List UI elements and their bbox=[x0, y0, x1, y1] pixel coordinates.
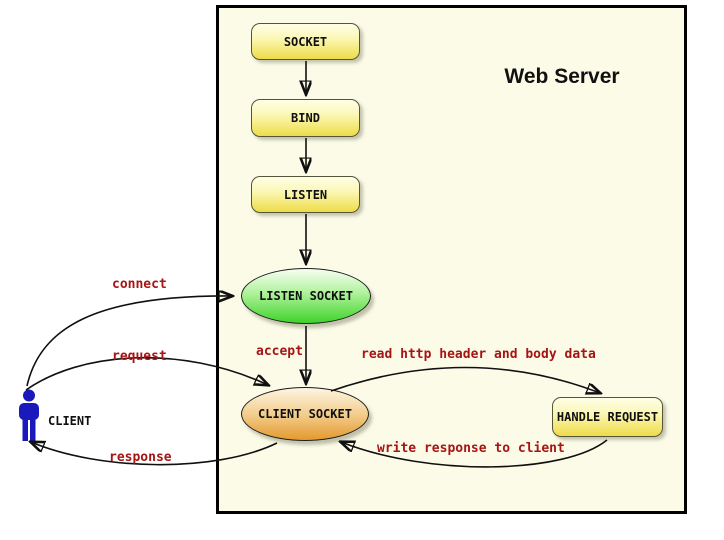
edge-label-request: request bbox=[112, 349, 167, 364]
edge-label-write-response: write response to client bbox=[377, 441, 565, 456]
node-socket-label: SOCKET bbox=[283, 34, 328, 49]
node-client-socket: CLIENT SOCKET bbox=[241, 387, 369, 441]
node-handle-request: HANDLE REQUEST bbox=[552, 397, 663, 437]
edge-label-response: response bbox=[109, 450, 172, 465]
client-label: CLIENT bbox=[48, 414, 92, 428]
node-socket: SOCKET bbox=[251, 23, 360, 60]
diagram-title: Web Server bbox=[504, 65, 620, 88]
node-listen: LISTEN bbox=[251, 176, 360, 213]
node-handle-request-label: HANDLE REQUEST bbox=[556, 410, 659, 424]
edge-label-accept: accept bbox=[256, 344, 303, 359]
node-listen-label: LISTEN bbox=[283, 187, 328, 202]
client-person-icon bbox=[19, 389, 39, 441]
node-bind-label: BIND bbox=[291, 111, 320, 125]
node-bind: BIND bbox=[251, 99, 360, 137]
node-listen-socket: LISTEN SOCKET bbox=[241, 268, 371, 324]
arrow-connect bbox=[26, 296, 232, 387]
node-listen-socket-label: LISTEN SOCKET bbox=[259, 289, 353, 303]
node-client-socket-label: CLIENT SOCKET bbox=[258, 407, 352, 421]
edge-label-connect: connect bbox=[112, 277, 167, 292]
edge-label-read-http: read http header and body data bbox=[361, 347, 596, 362]
